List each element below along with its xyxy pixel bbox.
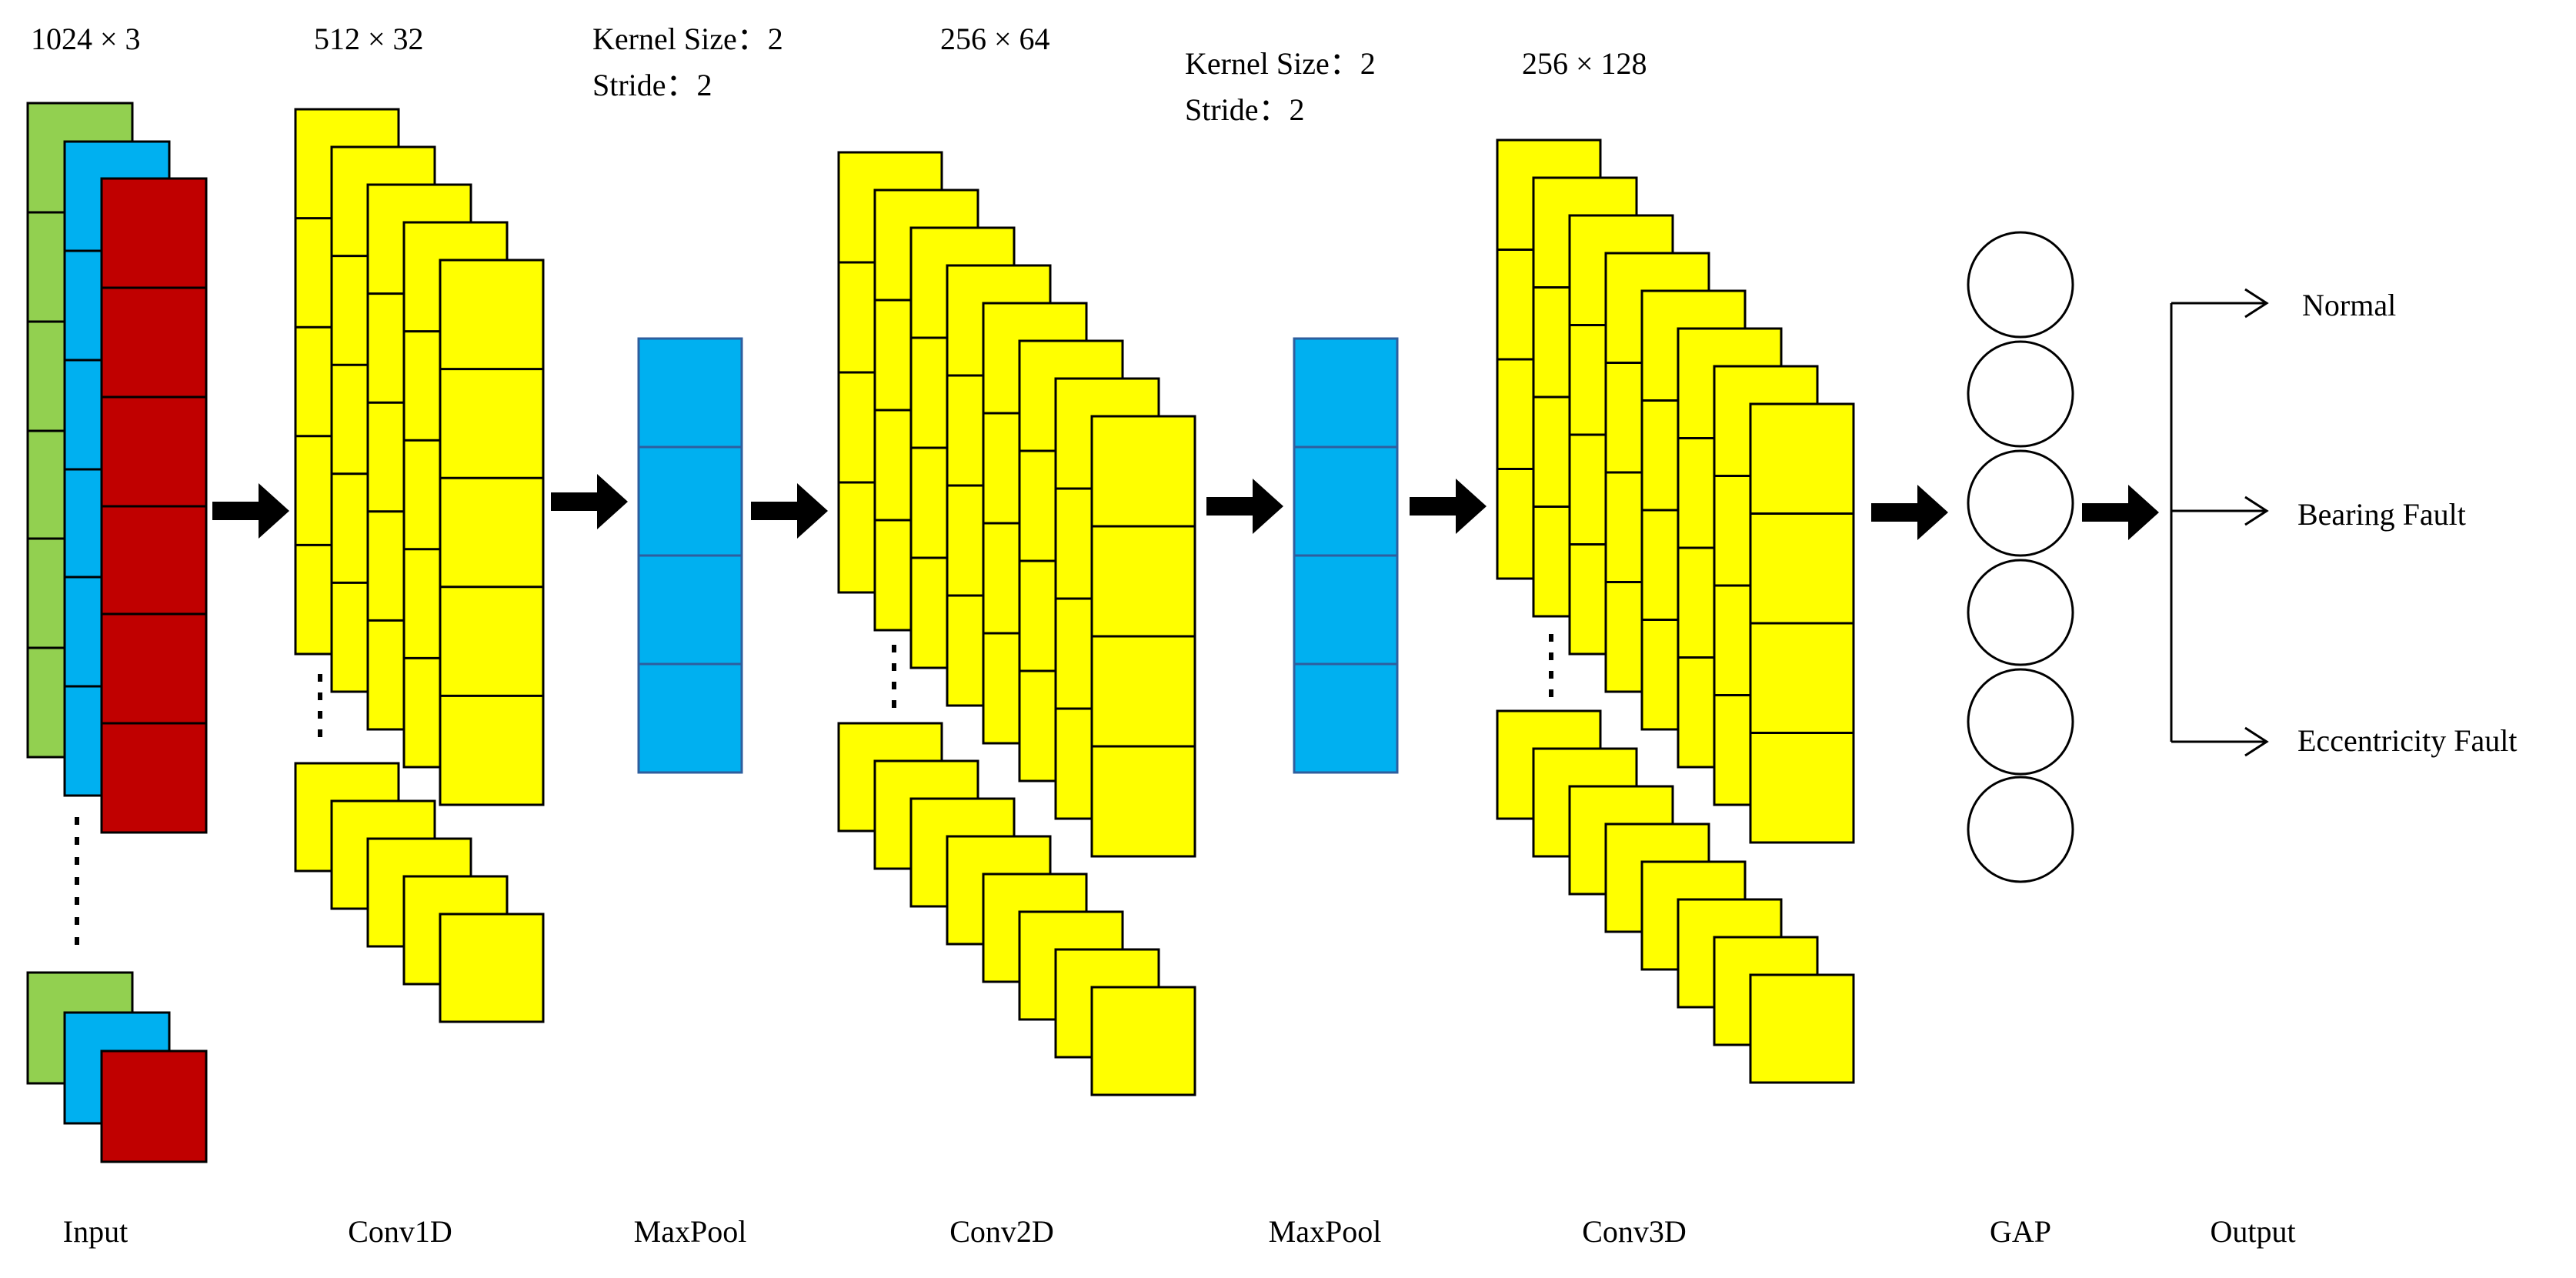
gap-neuron	[1967, 231, 2074, 339]
arrow-conv1d-to-pool1	[551, 474, 628, 529]
arrow-pool2-to-conv3d	[1410, 479, 1487, 534]
pool2-stride-label: Stride：2	[1185, 92, 1305, 127]
gap-neuron	[1967, 776, 2074, 883]
input-dim-label: 1024 × 3	[31, 22, 141, 56]
feature-map-tail	[1090, 986, 1196, 1096]
stage-label-output: Output	[2210, 1214, 2295, 1249]
arrow-input-to-conv1d	[212, 483, 289, 539]
maxpool1-block	[637, 337, 743, 774]
stage-label-maxpool2: MaxPool	[1269, 1214, 1382, 1249]
pool2-kernel-label: Kernel Size：2	[1185, 46, 1376, 81]
gap-neuron	[1967, 449, 2074, 557]
conv3d-dim-label: 256 × 128	[1522, 46, 1647, 81]
gap-neuron	[1967, 559, 2074, 666]
maxpool2-block	[1293, 337, 1399, 774]
conv2d-tail-maps	[837, 722, 1196, 1096]
conv3d-feature-maps	[1496, 138, 1855, 844]
conv1d-dim-label: 512 × 32	[314, 22, 424, 56]
stage-label-input: Input	[63, 1214, 128, 1249]
output-bearing-fault-label: Bearing Fault	[2297, 497, 2466, 532]
stage-label-gap: GAP	[1990, 1214, 2051, 1249]
arrow-conv2d-to-pool2	[1206, 479, 1283, 534]
arrow-pool1-to-conv2d	[751, 483, 828, 539]
conv1d-tail-maps	[294, 762, 545, 1023]
stage-label-conv1d: Conv1D	[348, 1214, 452, 1249]
conv3d-tail-maps	[1496, 709, 1855, 1084]
pool1-kernel-label: Kernel Size：2	[592, 22, 783, 56]
conv2d-feature-maps	[837, 151, 1196, 858]
output-eccentricity-fault-label: Eccentricity Fault	[2297, 723, 2517, 758]
stage-label-conv2d: Conv2D	[949, 1214, 1054, 1249]
gap-neuron	[1967, 340, 2074, 448]
feature-map-tail	[439, 913, 545, 1023]
stage-label-conv3d: Conv3D	[1582, 1214, 1687, 1249]
arrow-gap-to-output	[2082, 485, 2159, 540]
pool1-stride-label: Stride：2	[592, 68, 712, 102]
feature-map-tail	[1749, 973, 1855, 1084]
gap-neurons	[1967, 231, 2074, 883]
conv1d-feature-maps	[294, 108, 545, 806]
feature-map	[439, 259, 545, 806]
arrow-conv3d-to-gap	[1871, 485, 1948, 540]
output-branches	[2170, 288, 2269, 757]
conv2d-dim-label: 256 × 64	[940, 22, 1050, 56]
input-tensor	[26, 102, 208, 1163]
gap-neuron	[1967, 668, 2074, 776]
stage-label-maxpool1: MaxPool	[634, 1214, 747, 1249]
input-last-red	[100, 1049, 208, 1163]
output-normal-label: Normal	[2302, 288, 2396, 322]
